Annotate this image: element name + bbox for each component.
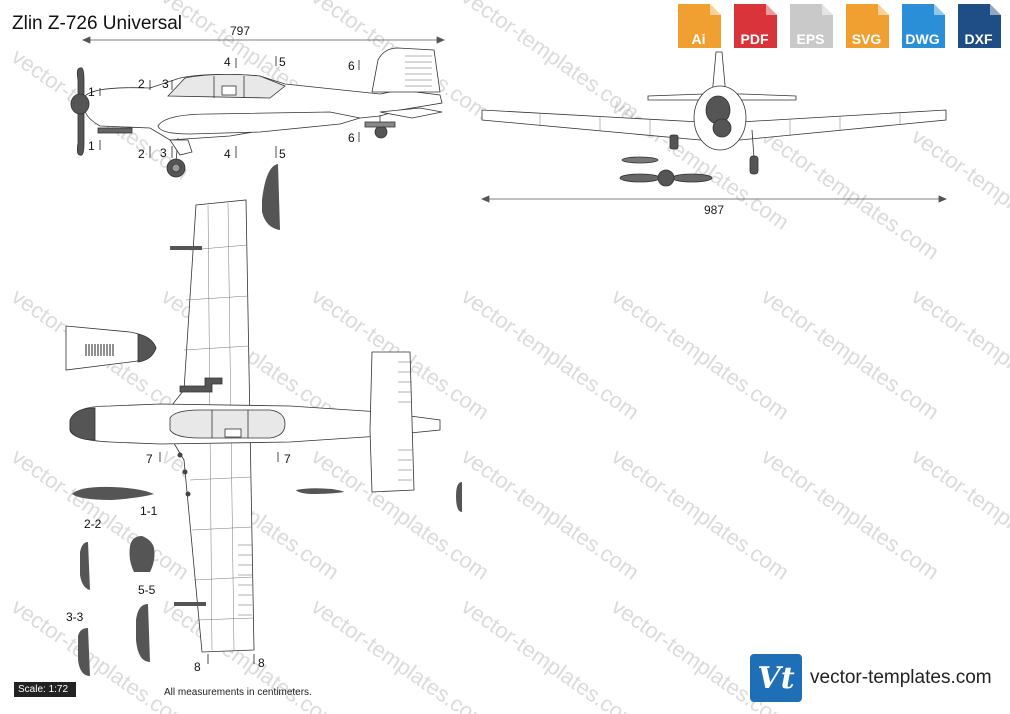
section-6-profile [456,482,462,512]
length-dimension [81,36,446,44]
section-1-1-profile [72,486,154,500]
side-view [70,47,443,178]
wingspan-value: 987 [704,203,724,217]
section-4-profile [262,164,280,230]
section-mark-3: 3 [162,77,169,91]
top-view-section-marks: 7 7 8 8 [146,452,291,674]
brand-name: vector-templates.com [810,667,992,688]
section-7-profile [296,488,344,494]
section-3-3-profile [78,628,90,676]
section-mark-3: 3 [160,146,167,160]
section-mark-6: 6 [348,131,355,145]
section-mark-2: 2 [138,77,145,91]
cowl-detail [65,325,157,371]
length-value: 797 [230,24,250,38]
section-label-1-1: 1-1 [140,504,158,518]
section-mark-1: 1 [88,139,95,153]
section-mark-2: 2 [138,147,145,161]
vt-logo-icon: Vt [750,654,802,702]
front-view [481,51,947,187]
wingspan-dimension [480,195,948,203]
section-label-5-5: 5-5 [138,583,156,597]
dxf-format-icon[interactable]: DXF [952,2,1005,50]
section-mark-1: 1 [88,85,95,99]
section-mark-8: 8 [194,660,201,674]
measurement-note: All measurements in centimeters. [164,687,312,698]
section-mark-7: 7 [146,452,153,466]
section-2-2-profile [80,542,90,590]
pdf-format-icon[interactable]: PDF [728,2,781,50]
section-label-2-2: 2-2 [84,517,102,531]
dwg-format-icon[interactable]: DWG [896,2,949,50]
top-view [69,199,441,664]
section-mark-7: 7 [284,452,291,466]
section-mark-8: 8 [258,656,265,670]
section-labels: 1-1 2-2 5-5 3-3 [66,504,158,624]
page-title: Zlin Z-726 Universal [12,13,182,34]
eps-format-icon[interactable]: EPS [784,2,837,50]
ai-format-icon[interactable]: Ai [672,2,725,50]
svg-format-icon[interactable]: SVG [840,2,893,50]
scale-badge: Scale: 1:72 [14,682,76,697]
section-mark-5: 5 [279,55,286,69]
section-5-5-profile [129,536,155,572]
section-mark-4: 4 [224,147,231,161]
section-mark-5: 5 [279,147,286,161]
section-8-profile [136,604,150,662]
side-view-section-marks: 1 1 2 2 3 3 4 4 5 5 6 6 [88,55,355,161]
section-label-3-3: 3-3 [66,610,84,624]
brand-footer[interactable]: Vt vector-templates.com [750,654,992,702]
section-mark-6: 6 [348,59,355,73]
section-silhouettes [72,164,462,676]
section-mark-4: 4 [224,55,231,69]
format-icons: Ai PDF EPS SVG DWG DXF [672,2,1005,50]
